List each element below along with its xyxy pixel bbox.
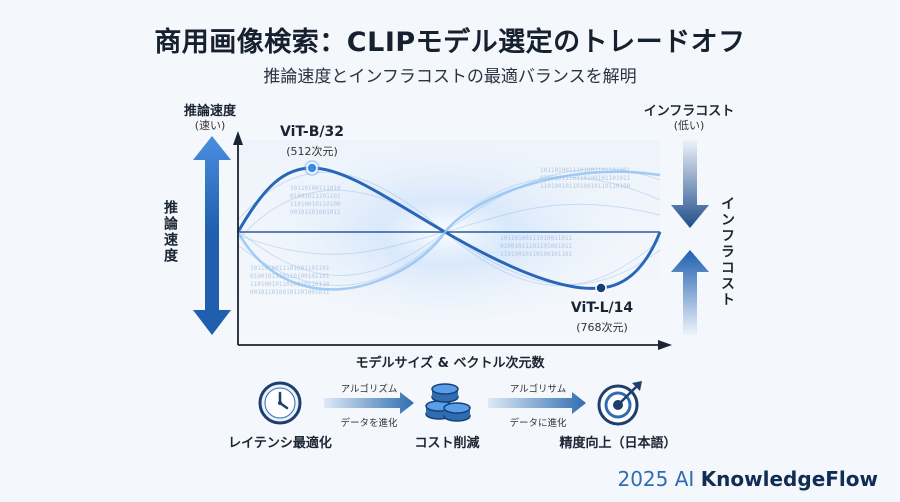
point-l14-name: ViT-L/14 [570, 300, 634, 316]
brand-prefix: 2025 AI [617, 467, 701, 491]
svg-text:1101001011010010110110: 1101001011010010110110 [250, 281, 330, 288]
svg-text:10110100111010011011: 10110100111010011011 [500, 235, 573, 242]
right-arrows [671, 140, 709, 335]
brand-logo: 2025 AI KnowledgeFlow [617, 467, 878, 491]
flow-arrow-2-top: アルゴリサム [509, 384, 567, 395]
left-axis-vertical-label: 推論速度 [162, 200, 178, 264]
clock-icon [258, 381, 302, 425]
left-double-arrow [193, 136, 231, 335]
svg-text:0010110100101101001011: 0010110100101101001011 [250, 289, 330, 296]
point-b32-name: ViT-B/32 [280, 124, 344, 140]
flow-step-latency: レイテンシ最適化 [228, 436, 332, 451]
svg-text:1011010011101001101101: 1011010011101001101101 [250, 265, 330, 272]
point-l14-dims: (768次元) [576, 321, 628, 334]
brand-strong: KnowledgeFlow [700, 467, 878, 491]
cost-curve [236, 170, 661, 291]
left-axis-top-label: 推論速度 [183, 104, 236, 119]
flow-arrow-2 [488, 392, 586, 414]
target-icon [597, 381, 642, 426]
flow-arrow-1-top: アルゴリズム [340, 384, 398, 395]
svg-text:0100101110110100101101: 0100101110110100101101 [250, 273, 330, 280]
svg-text:11010010110100101101: 11010010110100101101 [500, 251, 573, 258]
svg-text:1101001011010010110110100: 1101001011010010110110100 [540, 183, 631, 190]
flow-arrow-1 [324, 392, 414, 414]
flow-arrow-1-bottom: データを進化 [340, 418, 398, 429]
svg-text:01001011101101001011: 01001011101101001011 [500, 243, 573, 250]
point-l14 [595, 282, 607, 294]
y-axis-arrowhead [233, 131, 243, 145]
svg-text:10110100111010: 10110100111010 [290, 185, 341, 192]
right-axis-top-sub: (低い) [673, 119, 705, 132]
point-b32-dims: (512次元) [286, 145, 338, 158]
page-title: 商用画像検索：CLIPモデル選定のトレードオフ [154, 27, 746, 58]
binary-texture: 10110100111010 01001011101101 1101001011… [250, 167, 631, 296]
flow-arrow-2-bottom: データに進化 [509, 418, 567, 429]
left-axis-top-sub: (速い) [194, 119, 226, 132]
svg-text:01001011101101: 01001011101101 [290, 193, 341, 200]
x-axis-arrowhead [658, 340, 672, 350]
svg-text:11010010110100: 11010010110100 [290, 201, 341, 208]
right-axis-top-label: インフラコスト [643, 104, 735, 119]
svg-text:00101101001011: 00101101001011 [290, 209, 341, 216]
flow-step-cost: コスト削減 [414, 436, 480, 451]
x-axis-label: モデルサイズ & ベクトル次元数 [355, 356, 545, 371]
svg-text:1011010011101001101101001: 1011010011101001101101001 [540, 167, 631, 174]
flow-step-accuracy: 精度向上（日本語） [559, 436, 677, 451]
point-b32 [306, 162, 318, 174]
right-axis-vertical-label: インフラコスト [719, 196, 735, 308]
coin-stack-icon [425, 383, 471, 422]
svg-text:0100101110110100101101011: 0100101110110100101101011 [540, 175, 631, 182]
page-subtitle: 推論速度とインフラコストの最適バランスを解明 [263, 67, 637, 87]
